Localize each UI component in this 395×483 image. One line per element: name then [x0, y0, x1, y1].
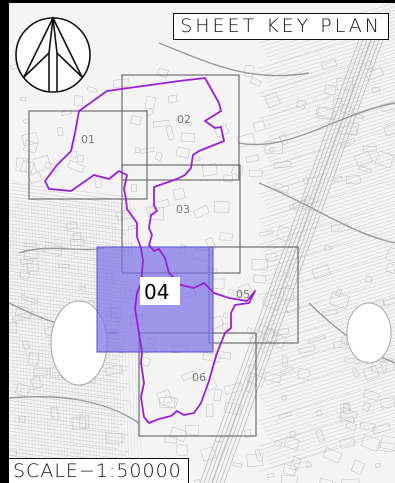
map-canvas: 01 02 03 05 06 04 [9, 3, 395, 483]
sheet-rect-01[interactable] [28, 110, 148, 200]
north-arrow-icon [15, 16, 91, 93]
sheet-label-03: 03 [176, 203, 190, 216]
sheet-label-01: 01 [81, 133, 95, 146]
sheet-label-06: 06 [192, 371, 206, 384]
sheet-rect-02[interactable] [121, 74, 240, 181]
sheet-label-05: 05 [236, 288, 250, 301]
sheet-label-04: 04 [144, 280, 169, 304]
scale-label: SCALE−1:50000 [9, 458, 189, 483]
sheet-labels: 01 02 03 05 06 [81, 113, 250, 384]
study-area-boundary [44, 77, 256, 424]
active-sheet-label-bg [140, 277, 180, 305]
key-plan-map: 01 02 03 05 06 04 SHEET KEY PLAN SCALE−1… [9, 3, 395, 483]
sheet-label-02: 02 [177, 113, 191, 126]
sheet-title: SHEET KEY PLAN [173, 13, 389, 40]
basemap-streets [9, 3, 395, 483]
